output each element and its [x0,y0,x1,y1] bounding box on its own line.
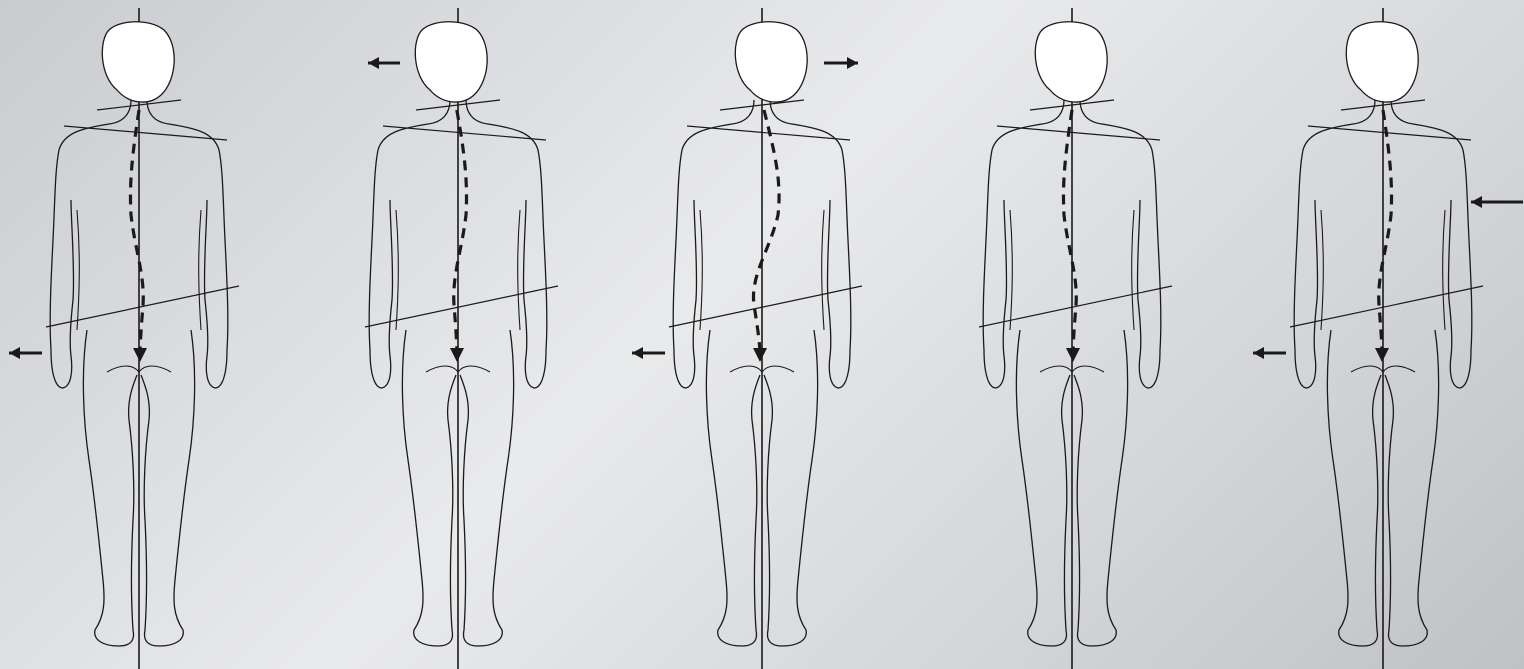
shoulder-level-line [383,126,546,140]
head [1346,22,1418,102]
pelvis-level-line [1290,286,1483,327]
spine-arrowhead [1375,348,1389,362]
posture-1 [9,8,239,669]
shoulder-level-line [64,126,227,140]
trunk-shift-arrow [1471,196,1523,208]
posture-3 [632,8,862,669]
head [1035,22,1107,102]
pelvis-shift-arrow [632,347,665,359]
pelvis-shift-arrow [1253,347,1286,359]
spine-curve [1063,110,1076,355]
pelvis-level-line [365,286,558,327]
head [735,22,807,102]
pelvis-shift-arrow [9,347,42,359]
spine-arrowhead [450,348,464,362]
head [102,22,174,102]
posture-5 [1253,8,1523,669]
shoulder-level-line [1308,126,1471,140]
spine-arrowhead [1066,348,1080,362]
spine-curve [1379,110,1392,355]
head-shift-arrow [824,57,858,69]
spine-arrowhead [133,348,147,362]
posture-4 [979,8,1172,669]
head-shift-arrow [368,57,400,69]
spine-curve [753,110,779,355]
pelvis-level-line [669,286,862,327]
spine-curve [130,110,143,355]
spine-curve [454,110,467,355]
spine-arrowhead [753,348,767,362]
head [415,22,487,102]
posture-2 [365,8,558,669]
shoulder-level-line [997,126,1160,140]
